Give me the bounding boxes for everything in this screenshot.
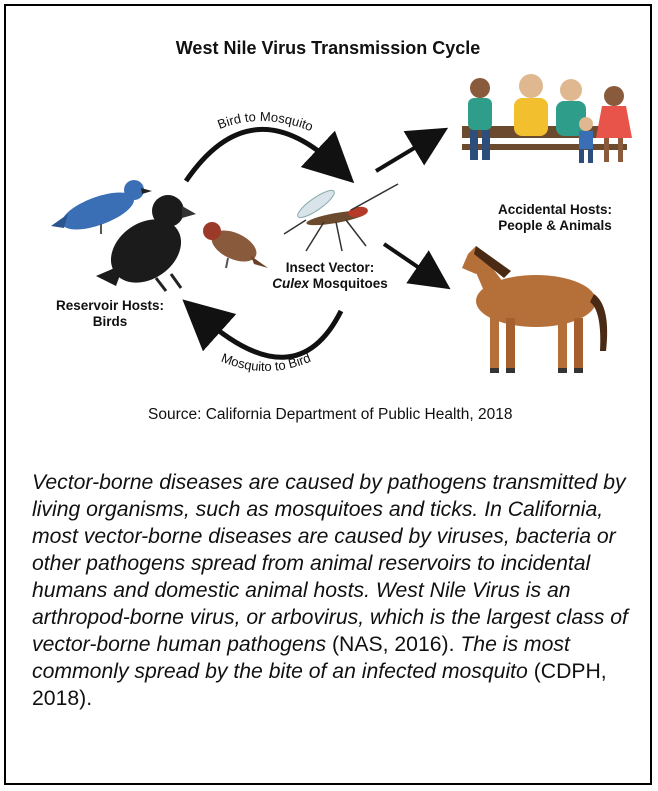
diagram-title: West Nile Virus Transmission Cycle [6, 38, 650, 59]
people-icon [462, 74, 632, 163]
horse-icon [462, 246, 607, 373]
paragraph-citation-1: (NAS, 2016). [326, 633, 460, 656]
mosquito-icon [284, 184, 398, 251]
arrow-to-people [376, 138, 431, 171]
accidental-label: Accidental Hosts: People & Animals [480, 202, 630, 234]
vector-label-line2: Culex Mosquitoes [260, 276, 400, 292]
reservoir-label-line1: Reservoir Hosts: [40, 298, 180, 314]
vector-label: Insect Vector: Culex Mosquitoes [260, 260, 400, 292]
reservoir-label: Reservoir Hosts: Birds [40, 298, 180, 330]
sparrow-icon [203, 222, 268, 268]
accidental-label-line2: People & Animals [480, 218, 630, 234]
source-caption: Source: California Department of Public … [148, 406, 512, 424]
description-paragraph: Vector-borne diseases are caused by path… [32, 469, 632, 712]
arrow-bird-to-mosquito [186, 129, 336, 181]
reservoir-label-line2: Birds [40, 314, 180, 330]
accidental-label-line1: Accidental Hosts: [480, 202, 630, 218]
vector-rest: Mosquitoes [309, 276, 388, 291]
vector-label-line1: Insect Vector: [260, 260, 400, 276]
paragraph-italic-1: Vector-borne diseases are caused by path… [32, 471, 628, 656]
figure-frame: Bird to Mosquito Mosquito to Bird West N… [4, 4, 652, 785]
arrow-mosquito-to-bird [201, 311, 341, 357]
transmission-diagram: Bird to Mosquito Mosquito to Bird West N… [6, 6, 650, 426]
vector-genus: Culex [272, 276, 309, 291]
